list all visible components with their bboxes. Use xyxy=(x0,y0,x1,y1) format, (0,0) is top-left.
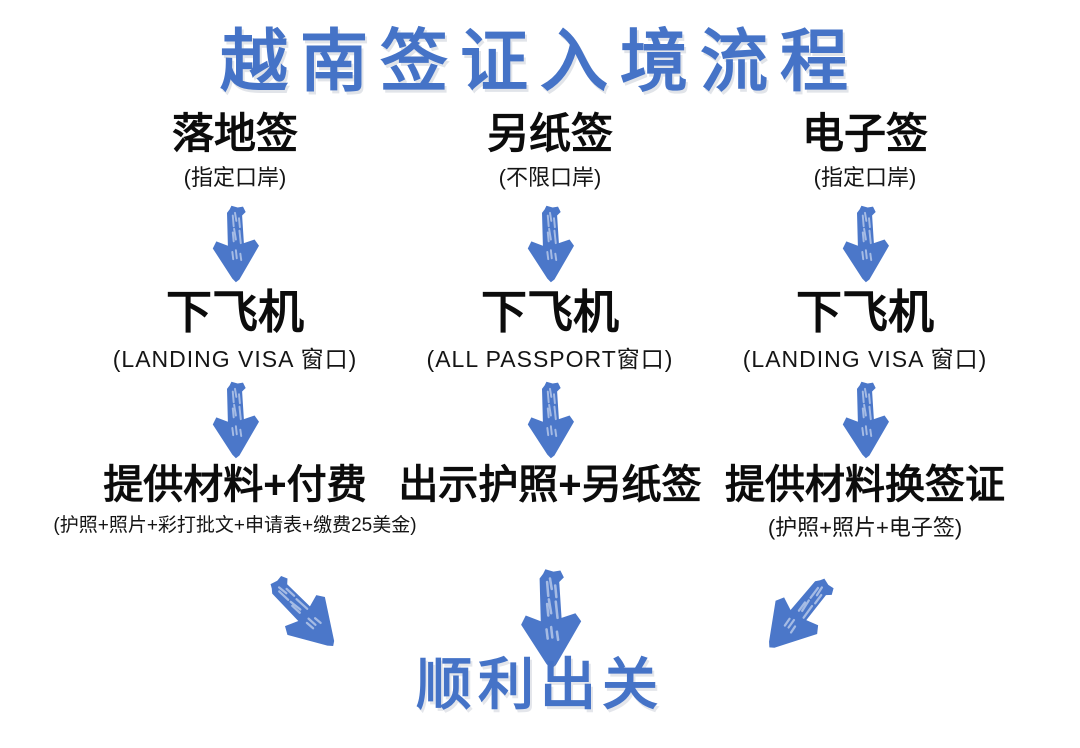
page-title: 越南签证入境流程 xyxy=(219,24,860,100)
step-label: 下飞机 xyxy=(480,286,619,338)
step-label: 出示护照+另纸签 xyxy=(398,463,702,507)
step-note: (指定口岸) xyxy=(183,165,287,191)
step-label: 下飞机 xyxy=(165,286,304,338)
step-note: (不限口岸) xyxy=(498,165,602,191)
down-arrow-icon xyxy=(201,200,269,288)
success-exit-label: 顺利出关 xyxy=(416,653,664,716)
step-label: 落地签 xyxy=(171,110,298,157)
step-separate-paper-visa: 另纸签 (不限口岸) xyxy=(486,110,613,200)
step-deplane: 下飞机 (LANDING VISA 窗口) xyxy=(113,288,357,376)
step-note: (ALL PASSPORT窗口) xyxy=(426,346,674,373)
step-landing-visa: 落地签 (指定口岸) xyxy=(171,110,298,200)
step-provide-materials-pay: 提供材料+付费 (护照+照片+彩打批文+申请表+缴费25美金) xyxy=(53,464,416,566)
flow-column-e-visa: 电子签 (指定口岸) 下飞机 (LANDING VISA 窗口) 提供材料换签证… xyxy=(700,110,1030,662)
step-note: (护照+照片+彩打批文+申请表+缴费25美金) xyxy=(53,515,417,536)
down-arrow-icon xyxy=(831,376,899,464)
step-provide-materials-exchange: 提供材料换签证 (护照+照片+电子签) xyxy=(725,464,1005,566)
step-note: (指定口岸) xyxy=(813,165,917,191)
step-note: (LANDING VISA 窗口) xyxy=(742,346,988,373)
step-label: 提供材料换签证 xyxy=(725,463,1005,507)
step-note: (护照+照片+电子签) xyxy=(767,515,963,540)
step-deplane: 下飞机 (ALL PASSPORT窗口) xyxy=(427,288,674,376)
down-arrow-icon xyxy=(201,376,269,464)
flow-column-separate-paper-visa: 另纸签 (不限口岸) 下飞机 (ALL PASSPORT窗口) 出示护照+另纸签 xyxy=(395,110,705,662)
down-arrow-icon xyxy=(516,200,584,288)
step-label: 下飞机 xyxy=(795,286,934,338)
down-arrow-icon xyxy=(516,376,584,464)
step-label: 电子签 xyxy=(801,110,928,157)
step-note: (LANDING VISA 窗口) xyxy=(112,346,358,373)
step-label: 另纸签 xyxy=(486,110,613,157)
step-label: 提供材料+付费 xyxy=(103,463,367,507)
down-arrow-icon xyxy=(831,200,899,288)
step-e-visa: 电子签 (指定口岸) xyxy=(801,110,928,200)
step-show-passport-visa: 出示护照+另纸签 xyxy=(398,464,701,566)
flow-column-landing-visa: 落地签 (指定口岸) 下飞机 (LANDING VISA 窗口) 提供材料+付费… xyxy=(15,110,455,662)
step-deplane: 下飞机 (LANDING VISA 窗口) xyxy=(743,288,987,376)
